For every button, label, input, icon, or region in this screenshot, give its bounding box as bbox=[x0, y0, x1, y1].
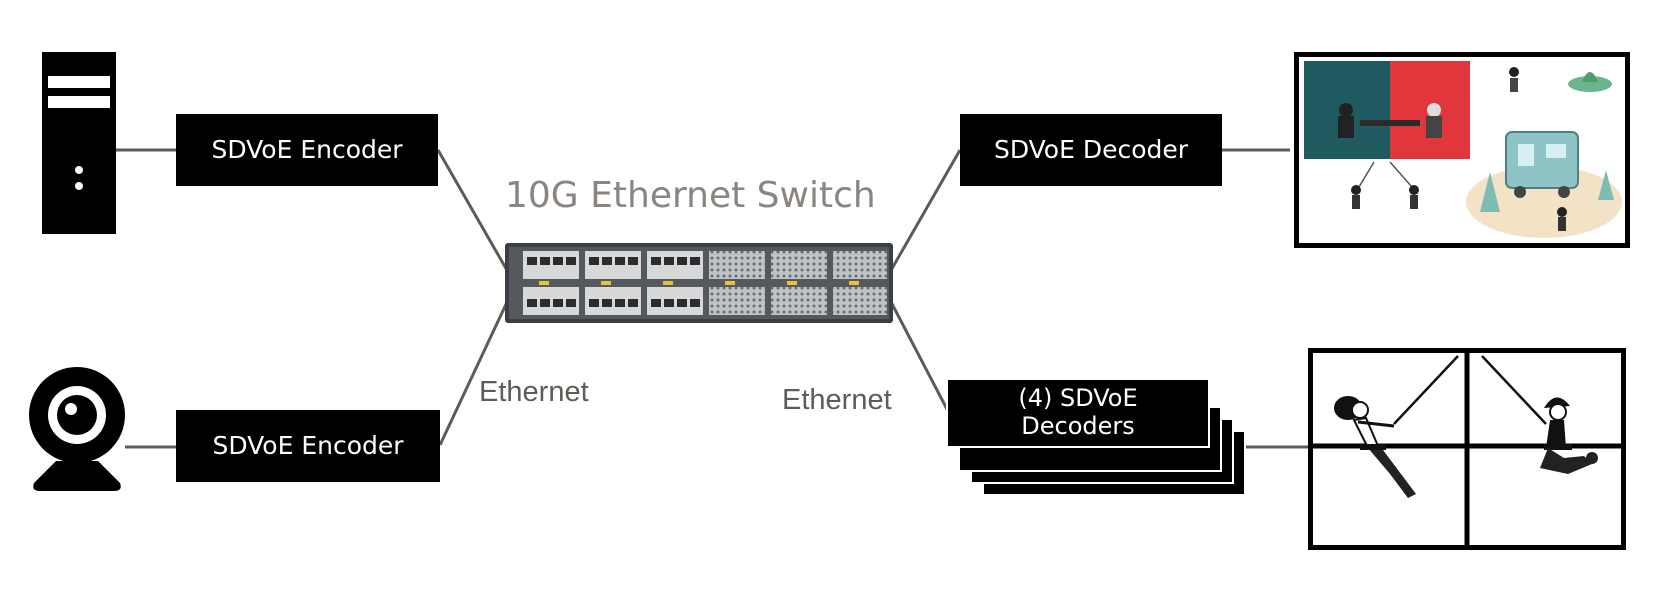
swing-figure-icon bbox=[1351, 185, 1361, 195]
encoder-box-2: SDVoE Encoder bbox=[176, 410, 440, 482]
swing-figure-icon bbox=[1409, 185, 1419, 195]
caravan-icon bbox=[1505, 131, 1579, 189]
line-encoder2-to-switch bbox=[438, 299, 510, 446]
ethernet-label-right: Ethernet bbox=[782, 384, 892, 416]
boy-on-swing-icon bbox=[1540, 397, 1598, 474]
ethernet-switch-icon bbox=[505, 243, 893, 323]
video-wall-icon bbox=[1308, 348, 1626, 550]
switch-title: 10G Ethernet Switch bbox=[505, 175, 876, 216]
line-switch-to-decoders bbox=[888, 299, 952, 416]
tree-icon bbox=[1480, 172, 1500, 212]
line-encoder1-to-switch bbox=[436, 149, 510, 273]
decoder-box: SDVoE Decoder bbox=[960, 114, 1222, 186]
encoder-label: SDVoE Encoder bbox=[211, 134, 403, 164]
encoder-box-1: SDVoE Encoder bbox=[176, 114, 438, 186]
computer-tower-icon bbox=[42, 52, 116, 234]
decoders-box: (4) SDVoE Decoders bbox=[946, 378, 1210, 448]
ethernet-label-left: Ethernet bbox=[479, 376, 589, 408]
girl-on-swing-icon bbox=[1334, 396, 1416, 498]
encoder-label: SDVoE Encoder bbox=[212, 430, 404, 460]
single-display-icon bbox=[1294, 52, 1630, 248]
pond-icon bbox=[1568, 76, 1612, 92]
webcam-icon bbox=[29, 367, 125, 491]
decoders-label: (4) SDVoE Decoders bbox=[1018, 384, 1138, 440]
decoder-label: SDVoE Decoder bbox=[993, 134, 1189, 164]
ground-icon bbox=[1466, 166, 1622, 238]
figure-icon bbox=[1509, 67, 1519, 77]
tree-icon bbox=[1598, 170, 1614, 200]
line-switch-to-decoder bbox=[888, 149, 962, 273]
